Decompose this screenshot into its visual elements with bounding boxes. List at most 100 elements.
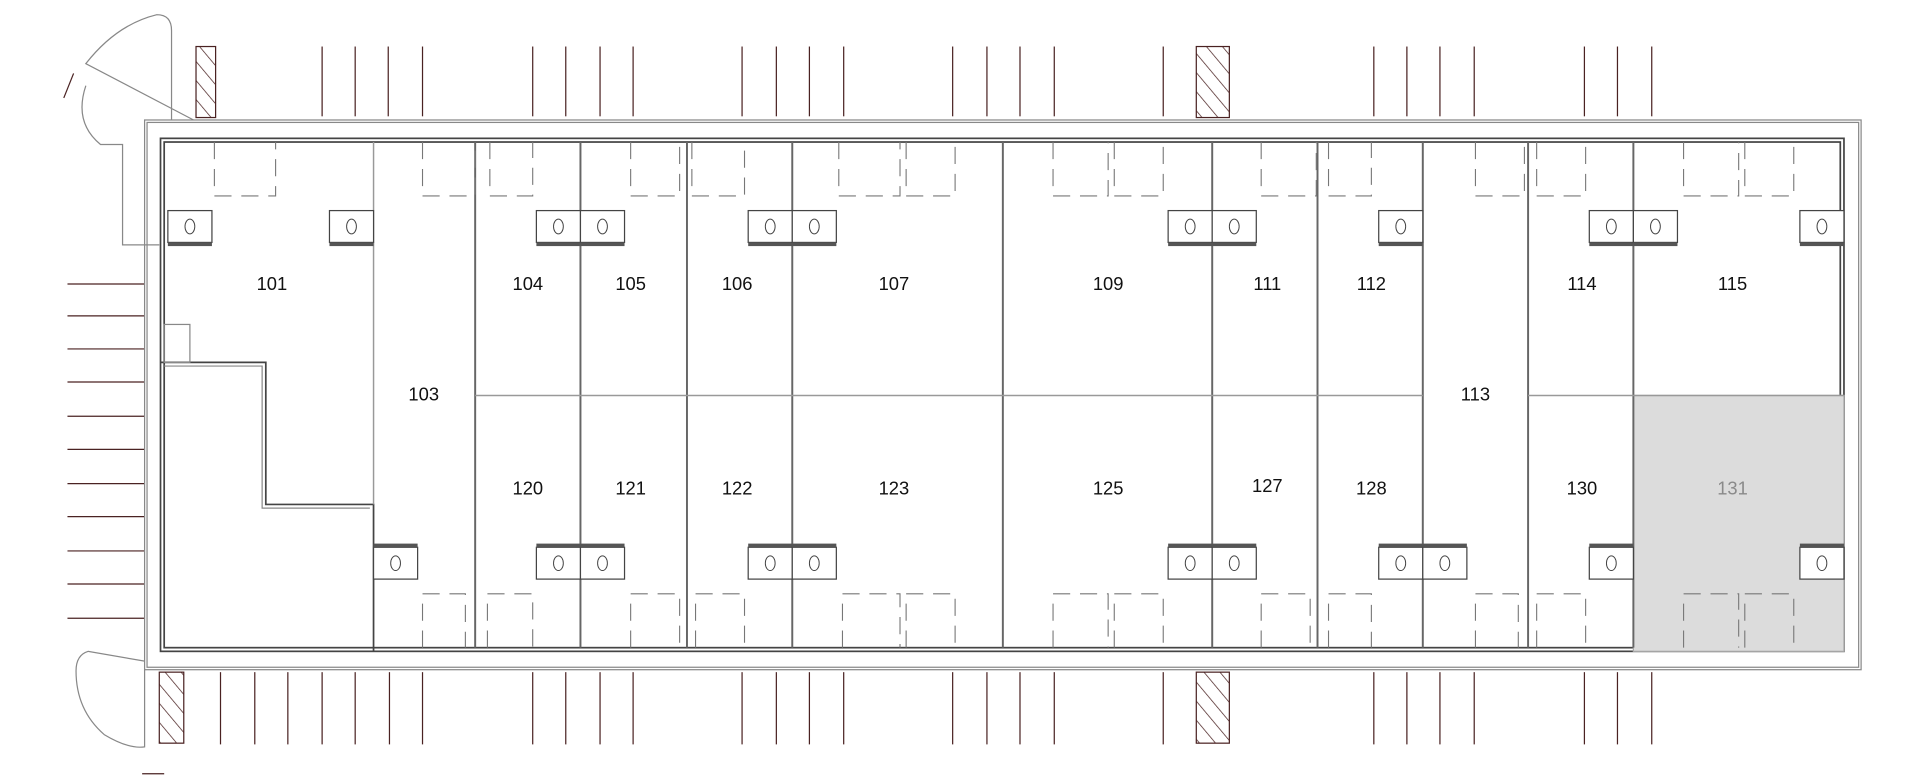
unit-labels: 101 104 105 106 107 109 111 112 114 115 … xyxy=(257,273,1748,498)
unit-113-label[interactable]: 113 xyxy=(1461,383,1490,404)
restroom xyxy=(1588,209,1634,244)
overhead-door-marking xyxy=(1327,593,1372,648)
toilet-icon xyxy=(764,555,776,572)
toilet-icon xyxy=(1816,218,1828,235)
unit-121-label[interactable]: 121 xyxy=(615,478,646,499)
overhead-door-marking xyxy=(1327,142,1372,197)
toilet-icon xyxy=(184,218,196,235)
toilet-icon xyxy=(1650,218,1661,235)
restroom-counter xyxy=(1212,242,1257,247)
unit-105-label[interactable]: 105 xyxy=(615,273,646,294)
overhead-door-marking xyxy=(1474,593,1519,648)
restroom-counter xyxy=(1589,242,1634,247)
unit-131-highlight[interactable] xyxy=(1632,394,1845,652)
unit-112-label[interactable]: 112 xyxy=(1357,273,1386,294)
unit-101-label[interactable]: 101 xyxy=(257,273,288,294)
parking-stripes-bottom xyxy=(219,672,1653,745)
restroom-counter xyxy=(748,242,793,247)
toilet-icon xyxy=(1184,555,1196,572)
unit-115-label[interactable]: 115 xyxy=(1718,273,1747,294)
unit-104-label[interactable]: 104 xyxy=(512,273,543,294)
toilet-icon xyxy=(1816,555,1828,572)
toilet-icon xyxy=(1228,218,1240,235)
overhead-door-marking xyxy=(905,142,956,197)
restroom xyxy=(1167,209,1213,244)
toilet-icon xyxy=(764,218,776,235)
restroom xyxy=(791,546,837,580)
restroom xyxy=(372,546,419,580)
toilet-icon xyxy=(1228,555,1240,572)
overhead-door-marking xyxy=(838,142,901,197)
entry-canopy-bottom xyxy=(75,650,146,748)
restroom-counter xyxy=(1212,543,1257,548)
unit-128-label[interactable]: 128 xyxy=(1356,478,1387,499)
unit-103-label[interactable]: 103 xyxy=(408,383,439,404)
unit-125-label[interactable]: 125 xyxy=(1093,478,1124,499)
restroom xyxy=(1167,546,1213,580)
restroom xyxy=(1378,546,1424,580)
overhead-door-marking xyxy=(1052,142,1109,197)
parking-stripes-left xyxy=(67,283,145,619)
restroom-counter xyxy=(1378,242,1423,247)
unit-111-label[interactable]: 111 xyxy=(1253,273,1281,294)
overhead-door-marking xyxy=(1260,593,1311,648)
toilet-icon xyxy=(1395,555,1407,572)
toilet-icon xyxy=(553,555,564,572)
unit-101-office-outline xyxy=(160,361,375,652)
toilet-icon xyxy=(597,555,608,572)
toilet-icon xyxy=(553,218,564,235)
building-outer-wall xyxy=(143,119,1862,671)
restroom-counter xyxy=(1589,543,1634,548)
restroom-counter xyxy=(580,543,625,548)
overhead-door-marking xyxy=(630,593,681,648)
restroom-counter xyxy=(792,242,837,247)
unit-130-label[interactable]: 130 xyxy=(1567,478,1598,499)
overhead-door-marking xyxy=(691,142,746,197)
unit-107-label[interactable]: 107 xyxy=(879,273,910,294)
restroom xyxy=(1632,209,1679,244)
restroom-blocks xyxy=(167,209,1845,580)
storage-room xyxy=(163,323,191,364)
no-parking-zone xyxy=(195,45,217,119)
restroom-counter xyxy=(1378,543,1423,548)
toilet-icon xyxy=(1605,218,1617,235)
unit-131-label[interactable]: 131 xyxy=(1717,478,1748,499)
overhead-door-marking xyxy=(1744,142,1795,197)
unit-120-label[interactable]: 120 xyxy=(512,478,543,499)
restroom-counter xyxy=(1168,242,1213,247)
unit-122-label[interactable]: 122 xyxy=(722,478,753,499)
parking-stripes-top xyxy=(321,46,1653,117)
toilet-icon xyxy=(1395,218,1407,235)
unit-123-label[interactable]: 123 xyxy=(879,478,910,499)
restroom xyxy=(747,209,793,244)
restroom xyxy=(1588,546,1634,580)
restroom xyxy=(328,209,375,244)
toilet-icon xyxy=(390,555,401,572)
overhead-door-marking xyxy=(486,593,534,648)
unit-114-label[interactable]: 114 xyxy=(1567,273,1596,294)
unit-109-label[interactable]: 109 xyxy=(1093,273,1124,294)
restroom-counter xyxy=(1799,242,1844,247)
restroom-counter xyxy=(1168,543,1213,548)
toilet-icon xyxy=(1605,555,1617,572)
toilet-icon xyxy=(1184,218,1196,235)
overhead-door-marking xyxy=(841,593,901,648)
restroom xyxy=(535,209,582,244)
unit-127-label[interactable]: 127 xyxy=(1252,475,1283,496)
restroom xyxy=(791,209,837,244)
restroom-counter xyxy=(1422,543,1467,548)
toilet-icon xyxy=(1439,555,1451,572)
restroom xyxy=(1422,546,1468,580)
overhead-door-marking xyxy=(1474,142,1525,197)
overhead-door-marking xyxy=(694,593,746,648)
overhead-door-marking xyxy=(1113,142,1164,197)
entry-canopy-top xyxy=(63,14,194,246)
restroom-counter xyxy=(329,242,374,247)
unit-106-label[interactable]: 106 xyxy=(722,273,753,294)
toilet-icon xyxy=(346,218,357,235)
no-parking-zone xyxy=(1195,45,1230,119)
restroom xyxy=(1211,546,1257,580)
restroom-counter xyxy=(1799,543,1844,548)
restroom-counter xyxy=(373,543,418,548)
